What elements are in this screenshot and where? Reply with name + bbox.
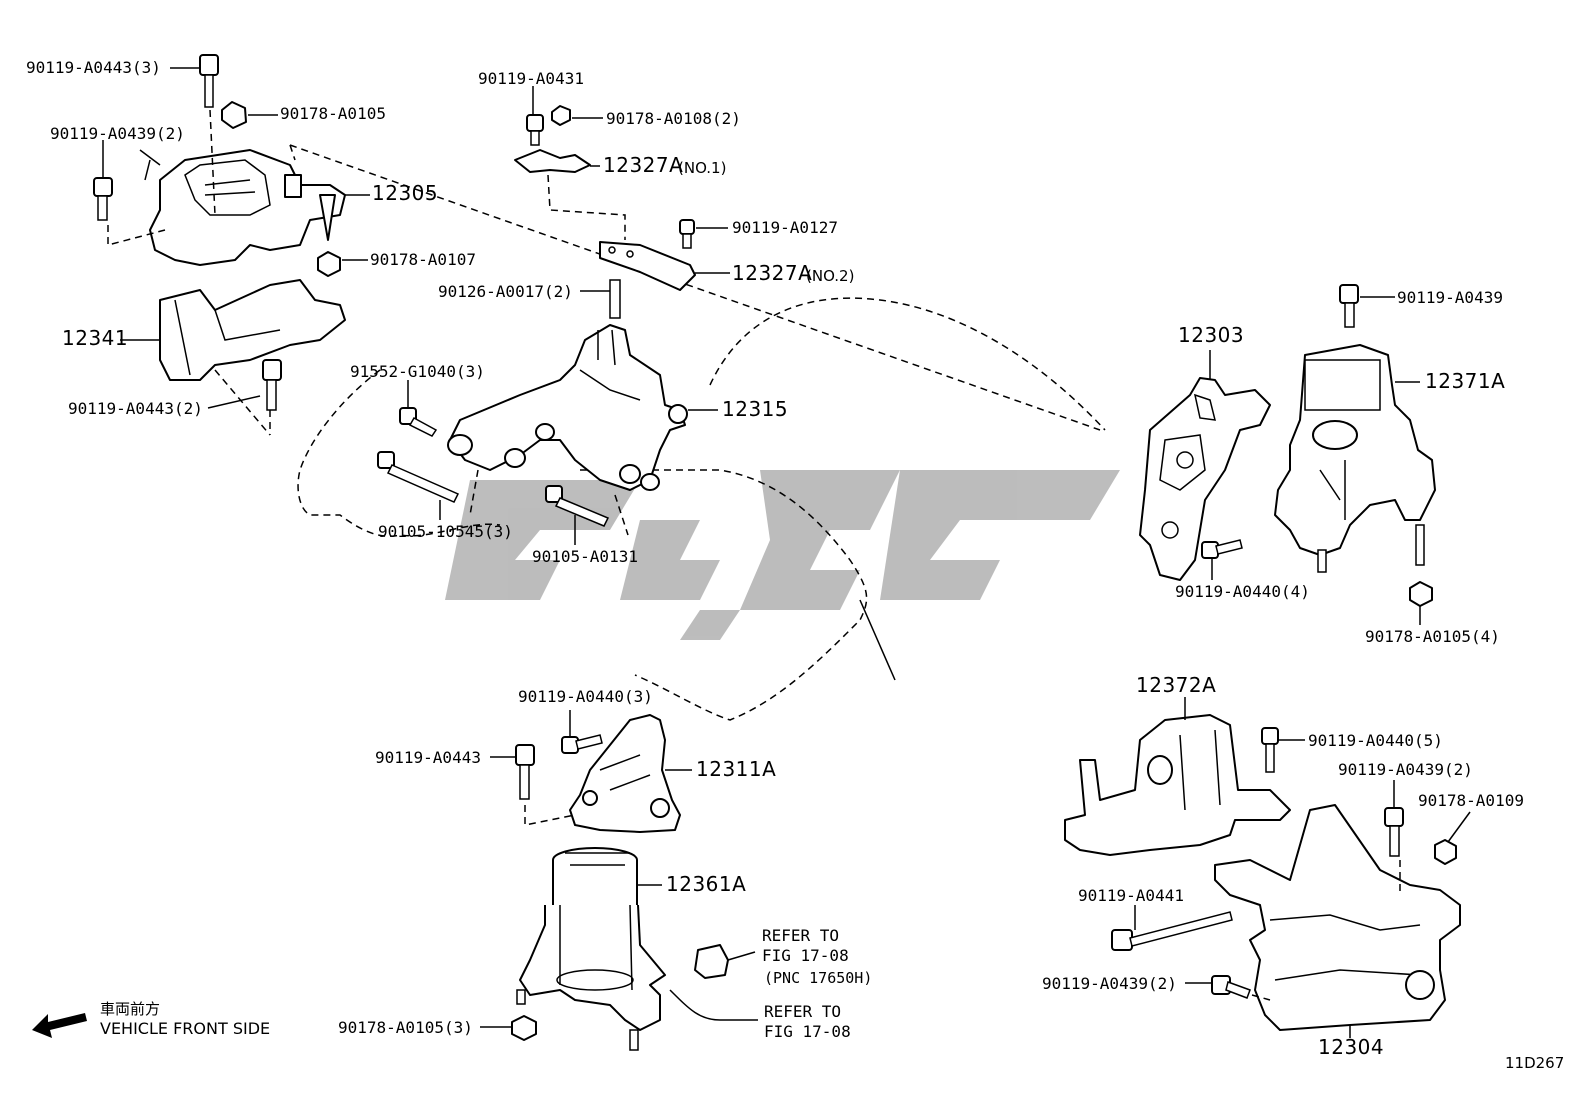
label-12303: 12303 (1178, 323, 1245, 347)
bolt-90105-10545 (377, 451, 460, 503)
label-90105-A0131: 90105-A0131 (532, 547, 638, 566)
label-12305: 12305 (372, 181, 439, 205)
label-90119-A0440-3: 90119-A0440(3) (518, 687, 653, 706)
label-90119-A0443-3: 90119-A0443(3) (26, 58, 161, 77)
leader-lines (102, 67, 1471, 1038)
label-90178-A0105-3: 90178-A0105(3) (338, 1018, 473, 1037)
label-12327A-no1: 12327A (603, 153, 684, 177)
bolt-90119-A0439-2b (1384, 807, 1404, 857)
part-12305 (139, 149, 346, 266)
label-90119-A0439: 90119-A0439 (1397, 288, 1503, 307)
part-12311A (569, 714, 681, 833)
part-12327A-no2 (599, 241, 696, 291)
label-90119-A0440-5: 90119-A0440(5) (1308, 731, 1443, 750)
label-90119-A0439-2a: 90119-A0439(2) (50, 124, 185, 143)
logo-watermark (445, 470, 1120, 640)
label-12315: 12315 (722, 397, 789, 421)
label-no2: (NO.2) (806, 267, 855, 285)
label-12311A: 12311A (696, 757, 777, 781)
bolt-90119-A0439-2 (93, 177, 113, 221)
label-12371A: 12371A (1425, 369, 1506, 393)
front-side-en: VEHICLE FRONT SIDE (100, 1019, 271, 1038)
bolt-90119-A0440-5 (1261, 727, 1279, 773)
front-side-jp: 車両前方 (100, 1000, 161, 1018)
bolt-90119-A0443-3 (199, 54, 219, 108)
nut-90178-A0105-3 (511, 1015, 537, 1041)
label-12327A-no2: 12327A (732, 261, 813, 285)
bolt-90119-A0439-2c (1211, 975, 1251, 999)
bolt-90119-A0441 (1111, 911, 1233, 951)
label-12372A: 12372A (1136, 673, 1217, 697)
part-12327A-no1 (514, 149, 591, 173)
label-90178-A0105: 90178-A0105 (280, 104, 386, 123)
label-90119-A0439-2c: 90119-A0439(2) (1042, 974, 1177, 993)
label-90178-A0107: 90178-A0107 (370, 250, 476, 269)
label-90119-A0440-4: 90119-A0440(4) (1175, 582, 1310, 601)
label-12341: 12341 (62, 326, 129, 350)
label-90119-A0443: 90119-A0443 (375, 748, 481, 767)
part-12372A (1064, 714, 1291, 856)
connector-refer-17650H (669, 944, 729, 1021)
label-90119-A0443-2: 90119-A0443(2) (68, 399, 203, 418)
label-12304: 12304 (1318, 1035, 1385, 1059)
engine-outline (289, 144, 1106, 721)
label-no1: (NO.1) (678, 159, 727, 177)
bolt-90119-A0440-3 (561, 734, 603, 754)
label-90119-A0127: 90119-A0127 (732, 218, 838, 237)
refer2-line2: FIG 17-08 (764, 1022, 851, 1041)
label-90126-A0017-2: 90126-A0017(2) (438, 282, 573, 301)
nut-90178-A0105-4 (1409, 581, 1433, 607)
part-12361A (516, 847, 666, 1051)
nut-90178-A0107 (317, 251, 341, 277)
bolt-91552-G1040 (399, 407, 438, 437)
part-12341 (159, 279, 346, 381)
refer1-line3: (PNC 17650H) (764, 969, 873, 987)
label-90178-A0109: 90178-A0109 (1418, 791, 1524, 810)
bolt-90119-A0439 (1339, 284, 1359, 328)
bolt-90119-A0440-4 (1201, 539, 1243, 559)
label-90119-A0431: 90119-A0431 (478, 69, 584, 88)
arrow-left-icon (32, 1013, 87, 1038)
bolt-90119-A0127 (679, 219, 695, 249)
figure-id: 11D267 (1505, 1054, 1565, 1072)
bolt-90119-A0443 (515, 744, 535, 800)
nut-90178-A0109 (1434, 839, 1457, 865)
label-90178-A0108-2: 90178-A0108(2) (606, 109, 741, 128)
nut-90178-A0108 (551, 105, 571, 126)
bolt-90119-A0431 (526, 114, 544, 146)
bolt-90105-A0131 (545, 485, 610, 527)
label-12361A: 12361A (666, 872, 747, 896)
refer1-line1: REFER TO (762, 926, 840, 945)
refer2-line1: REFER TO (764, 1002, 842, 1021)
refer1-line2: FIG 17-08 (762, 946, 849, 965)
part-12315 (447, 324, 688, 491)
part-12304 (1214, 804, 1461, 1031)
part-12303 (1139, 377, 1271, 581)
label-90119-A0441: 90119-A0441 (1078, 886, 1184, 905)
stud-90126-A0017 (609, 279, 621, 319)
label-90105-10545-3: 90105-10545(3) (378, 522, 513, 541)
nut-90178-A0105 (221, 101, 247, 129)
label-90178-A0105-4: 90178-A0105(4) (1365, 627, 1500, 646)
bolt-90119-A0443-2 (262, 359, 282, 411)
part-12371A (1274, 344, 1436, 573)
label-91552-G1040-3: 91552-G1040(3) (350, 362, 485, 381)
label-90119-A0439-2b: 90119-A0439(2) (1338, 760, 1473, 779)
